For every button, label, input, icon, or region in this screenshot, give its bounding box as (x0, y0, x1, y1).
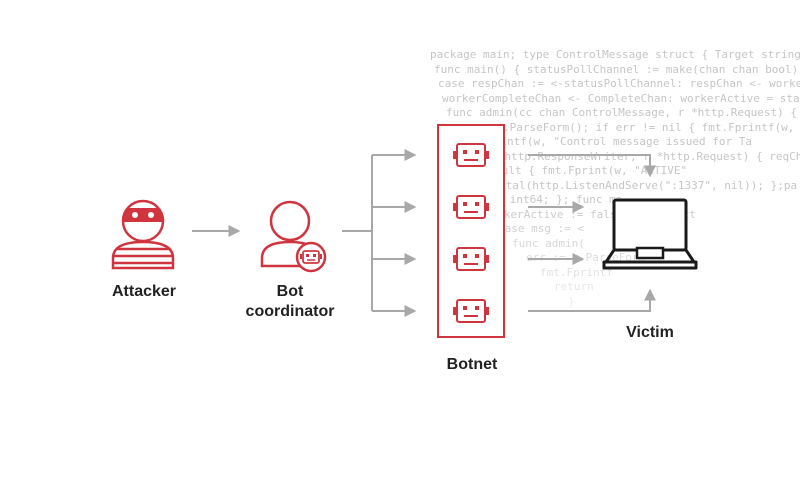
attack-arrows (528, 154, 656, 312)
attacker-label: Attacker (111, 283, 177, 300)
coordinator-label-line1: Bot (276, 283, 304, 300)
bot-icon (453, 143, 489, 167)
bot-icon (453, 299, 489, 323)
bot-icon (453, 247, 489, 271)
coordinator-robot-icon (300, 250, 322, 264)
coordinator-label: Bot coordinator (230, 282, 350, 322)
bot-icon (453, 195, 489, 219)
botnet-label: Botnet (446, 356, 498, 373)
attacker-icon (111, 199, 175, 270)
fanout-arrows (342, 149, 417, 317)
coordinator-label-line2: coordinator (245, 303, 335, 320)
coordinator-icon (260, 200, 327, 273)
botnet-bots (453, 143, 489, 323)
laptop-icon (602, 198, 698, 270)
victim-label: Victim (626, 324, 674, 341)
